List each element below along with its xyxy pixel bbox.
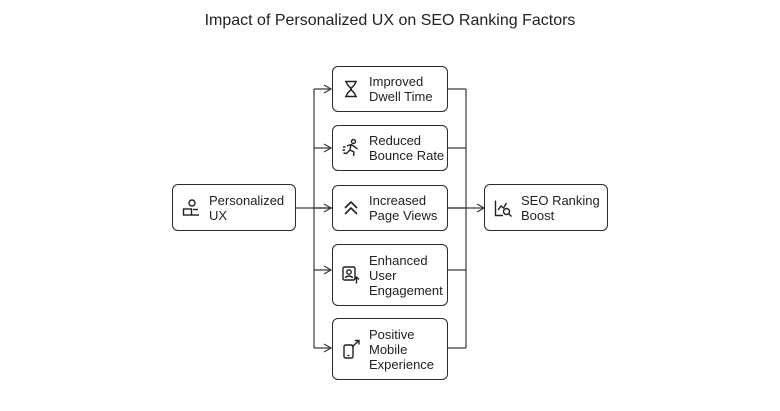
- factor-4-line3: Engagement: [369, 282, 443, 298]
- factor-2-line1: Reduced: [369, 133, 422, 148]
- chart-search-icon: [493, 198, 513, 218]
- target-label-line2: Boost: [521, 207, 555, 223]
- target-label-line1: SEO Ranking: [521, 192, 600, 208]
- factor-3-line1: Increased: [369, 193, 427, 208]
- factor-box-mobile-experience: Positive Mobile Experience: [332, 318, 448, 380]
- running-person-icon: [341, 138, 361, 158]
- diagram-title: Impact of Personalized UX on SEO Ranking…: [204, 12, 576, 29]
- arrowhead-factor-3: [323, 203, 333, 213]
- factor-5-line3: Experience: [369, 356, 435, 372]
- factor-box-user-engagement: Enhanced User Engagement: [332, 244, 448, 306]
- person-laptop-icon: [181, 198, 201, 218]
- source-box-personalized-ux: Personalized UX: [172, 184, 296, 231]
- target-box-seo-ranking-boost: SEO Ranking Boost: [484, 184, 608, 231]
- factor-2-line2: Bounce Rate: [369, 148, 445, 163]
- arrowhead-factor-1: [323, 84, 333, 94]
- factor-4-line1: Enhanced: [369, 252, 428, 268]
- arrowhead-factor-5: [323, 343, 333, 353]
- factor-box-bounce-rate: Reduced Bounce Rate: [332, 125, 448, 171]
- arrowhead-factor-4: [323, 265, 333, 275]
- double-chevron-up-icon: [341, 198, 361, 218]
- factor-box-page-views: Increased Page Views: [332, 185, 448, 231]
- factor-1-line2: Dwell Time: [369, 89, 433, 104]
- factor-4-line2: User: [369, 267, 397, 283]
- hourglass-icon: [341, 79, 361, 99]
- factor-3-line2: Page Views: [369, 208, 438, 223]
- arrowhead-factor-2: [323, 143, 333, 153]
- user-upload-icon: [341, 265, 361, 285]
- source-label-line2: UX: [209, 207, 228, 223]
- factor-1-line1: Improved: [369, 74, 424, 89]
- factor-box-dwell-time: Improved Dwell Time: [332, 66, 448, 112]
- factor-5-line2: Mobile: [369, 341, 408, 357]
- factor-5-line1: Positive: [369, 326, 415, 342]
- mobile-arrow-icon: [341, 339, 361, 359]
- source-label-line1: Personalized: [209, 192, 285, 208]
